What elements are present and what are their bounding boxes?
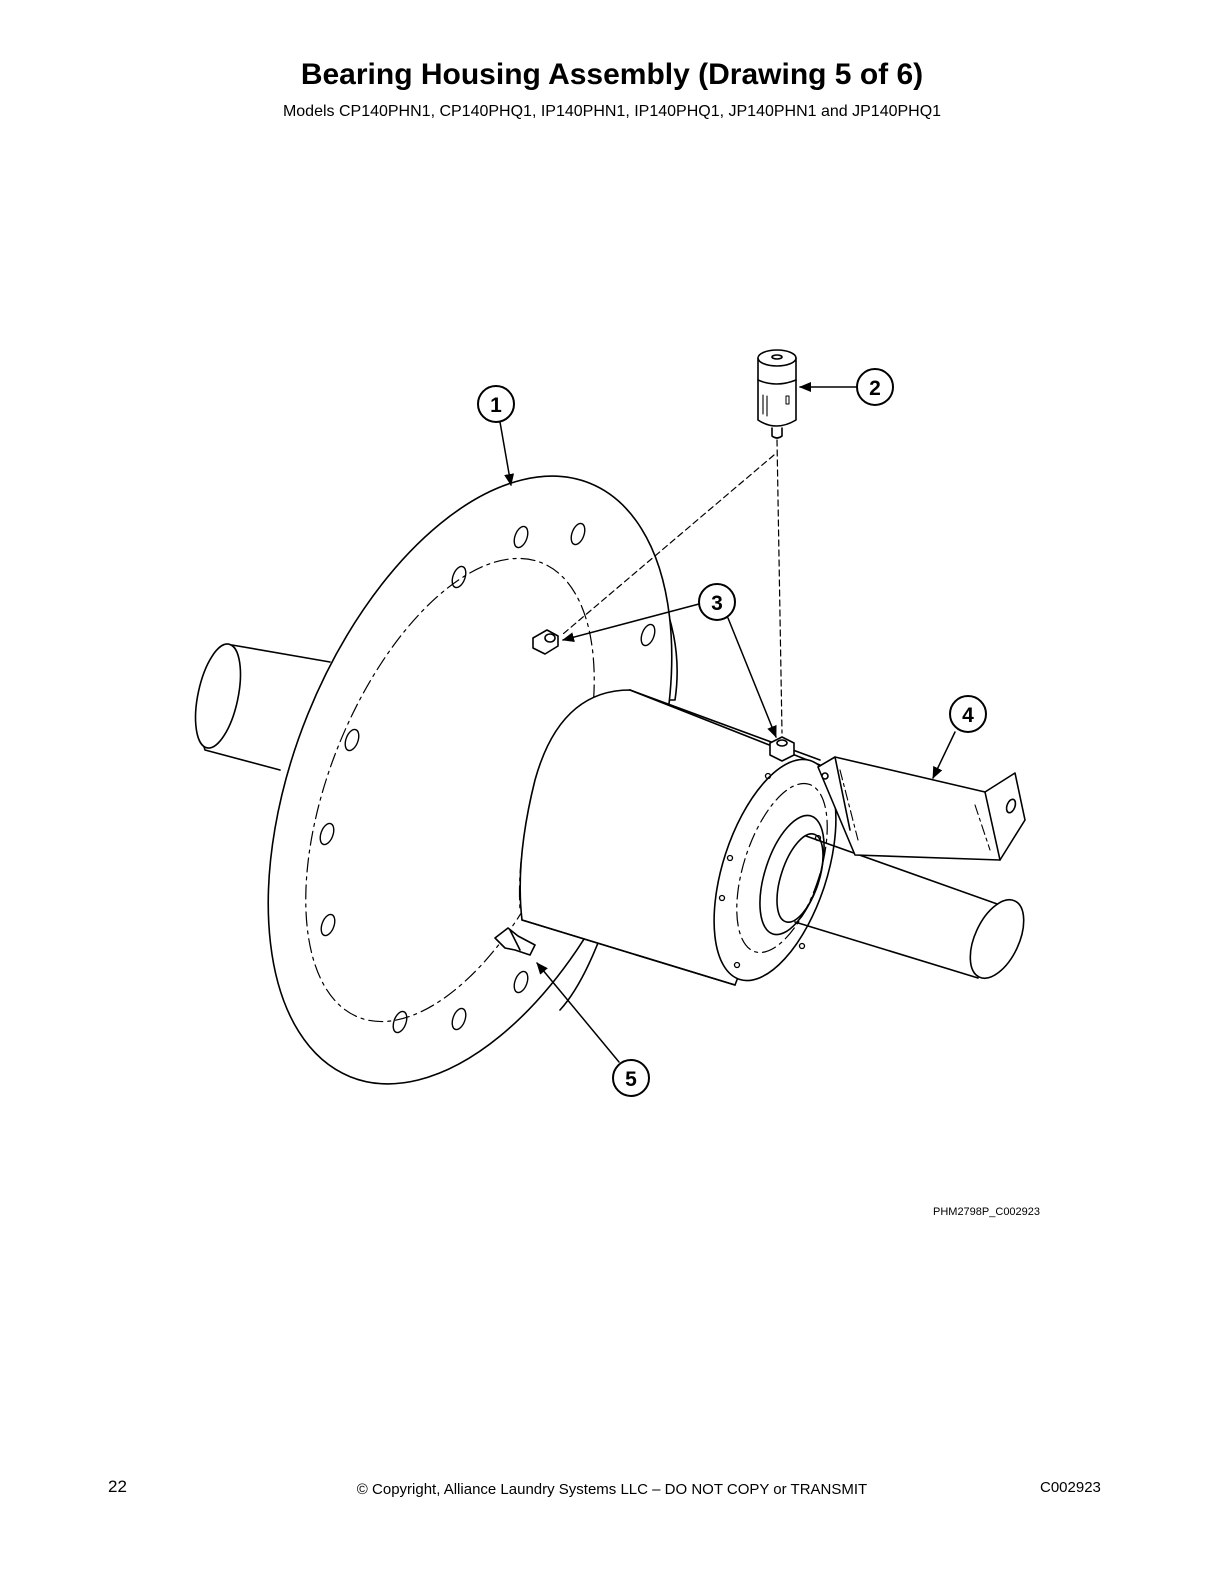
fitting-lower xyxy=(769,736,795,762)
fitting-upper xyxy=(532,629,559,655)
lubricator xyxy=(757,349,797,439)
leader-lines xyxy=(499,382,956,1063)
page-title: Bearing Housing Assembly (Drawing 5 of 6… xyxy=(300,58,924,91)
left-shaft xyxy=(194,643,331,771)
callouts: 1 2 3 4 5 xyxy=(477,368,987,1097)
svg-text:3: 3 xyxy=(711,592,723,615)
callout-4: 4 xyxy=(949,695,987,733)
svg-text:2: 2 xyxy=(869,377,881,400)
page-subtitle: Models CP140PHN1, CP140PHQ1, IP140PHN1, … xyxy=(282,103,942,120)
callout-1: 1 xyxy=(477,385,515,423)
document-code: C002923 xyxy=(1040,1479,1101,1496)
svg-text:1: 1 xyxy=(490,394,502,417)
callout-3: 3 xyxy=(698,583,736,621)
mounting-bracket xyxy=(817,756,1026,861)
relief-fitting xyxy=(494,927,536,956)
right-shaft xyxy=(794,835,1025,979)
svg-text:5: 5 xyxy=(625,1068,637,1091)
callout-2: 2 xyxy=(856,368,894,406)
flange-bolt-holes xyxy=(319,522,656,1034)
drawing-id: PHM2798P_C002923 xyxy=(933,1206,1041,1218)
callout-5: 5 xyxy=(612,1059,650,1097)
copyright-notice: © Copyright, Alliance Laundry Systems LL… xyxy=(356,1481,868,1498)
svg-text:4: 4 xyxy=(962,704,974,727)
page-number: 22 xyxy=(108,1477,127,1496)
bearing-housing xyxy=(267,475,821,1085)
